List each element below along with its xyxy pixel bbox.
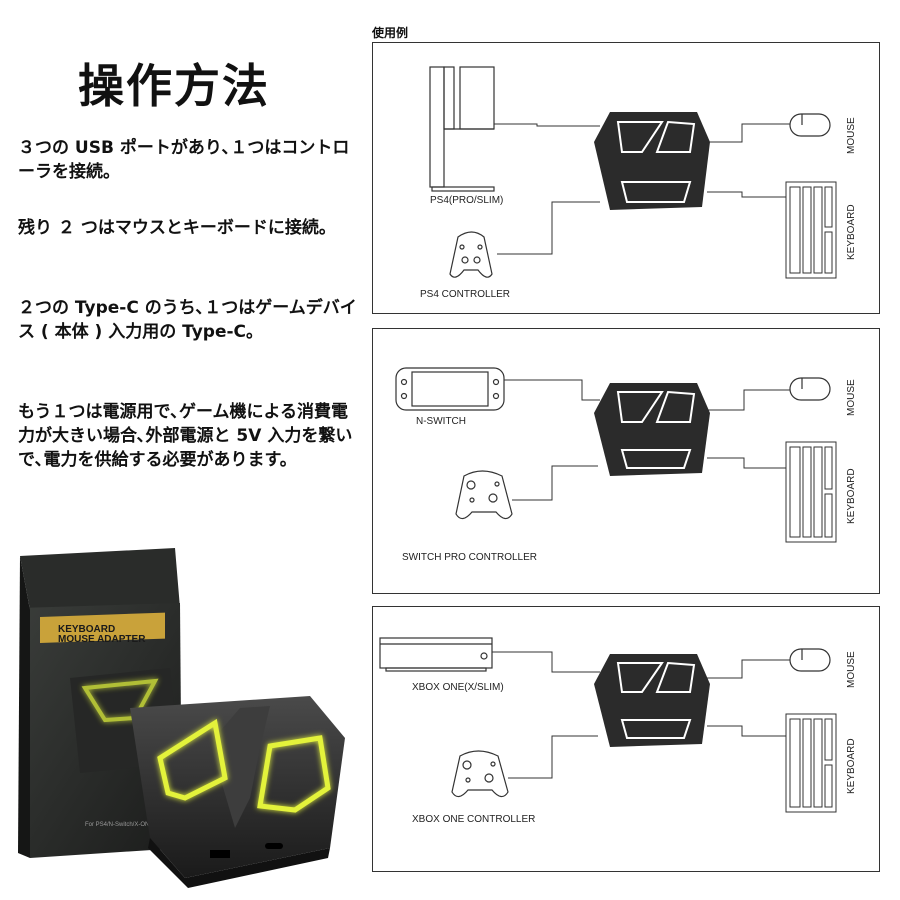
product-box xyxy=(20,548,180,610)
adapter-icon xyxy=(594,654,710,747)
description-mouse-keyboard: 残り ２ つはマウスとキーボードに接続。 xyxy=(18,218,336,238)
xbox-controller-icon xyxy=(451,750,509,798)
description-power: もう１つは電源用で､ゲーム機による消費電力が大きい場合､外部電源と 5V 入力を… xyxy=(18,402,353,470)
diagram-panel-switch: N-SWITCH SWITCH PRO CONTROLLER MOUSE KEY… xyxy=(372,328,880,594)
mouse-label: MOUSE xyxy=(846,117,857,154)
glow-left xyxy=(157,718,228,801)
switch-console-icon xyxy=(395,367,505,411)
mouse-icon xyxy=(789,377,831,401)
mouse-icon xyxy=(789,113,831,137)
description-type-c: ２つの Type-C のうち､１つはゲームデバイス ( 本体 ) 入力用の Ty… xyxy=(18,298,357,342)
switch-console-label: N-SWITCH xyxy=(416,416,466,427)
box-label-strip xyxy=(40,612,165,643)
mouse-label: MOUSE xyxy=(846,651,857,688)
glow-right xyxy=(257,735,331,813)
keyboard-label: KEYBOARD xyxy=(846,738,857,794)
keyboard-icon xyxy=(785,181,837,279)
product-photo: KEYBOARD MOUSE ADAPTER For PS4/N-Switch/… xyxy=(18,548,345,888)
diagram-panel-xbox: XBOX ONE(X/SLIM) XBOX ONE CONTROLLER MOU… xyxy=(372,606,880,872)
description-usb-ports: ３つの USB ポートがあり､１つはコントローラを接続。 xyxy=(18,138,350,182)
adapter-icon xyxy=(594,112,710,210)
xbox-controller-label: XBOX ONE CONTROLLER xyxy=(412,814,535,825)
adapter-icon xyxy=(594,383,710,476)
diagram-panel-ps4: PS4(PRO/SLIM) PS4 CONTROLLER MOUSE KEYBO… xyxy=(372,42,880,314)
page-title: 操作方法 xyxy=(78,59,270,113)
box-title-line1: KEYBOARD xyxy=(58,624,115,635)
mouse-label: MOUSE xyxy=(846,379,857,416)
mouse-icon xyxy=(789,648,831,672)
keyboard-icon xyxy=(785,441,837,543)
ps4-console-icon xyxy=(429,66,495,192)
switch-pro-controller-icon xyxy=(455,470,513,520)
box-title-line2: MOUSE ADAPTER xyxy=(58,634,146,645)
keyboard-label: KEYBOARD xyxy=(846,204,857,260)
adapter-device xyxy=(130,696,345,888)
keyboard-label: KEYBOARD xyxy=(846,468,857,524)
box-small-text: For PS4/N-Switch/X-ONE xyxy=(85,822,153,828)
ps4-controller-label: PS4 CONTROLLER xyxy=(420,289,510,300)
switch-pro-controller-label: SWITCH PRO CONTROLLER xyxy=(402,552,537,563)
xbox-console-label: XBOX ONE(X/SLIM) xyxy=(412,682,504,693)
xbox-console-icon xyxy=(379,637,493,672)
usage-label: 使用例 xyxy=(372,26,409,40)
ps4-console-label: PS4(PRO/SLIM) xyxy=(430,195,503,206)
ps4-controller-icon xyxy=(449,231,493,278)
keyboard-icon xyxy=(785,713,837,813)
